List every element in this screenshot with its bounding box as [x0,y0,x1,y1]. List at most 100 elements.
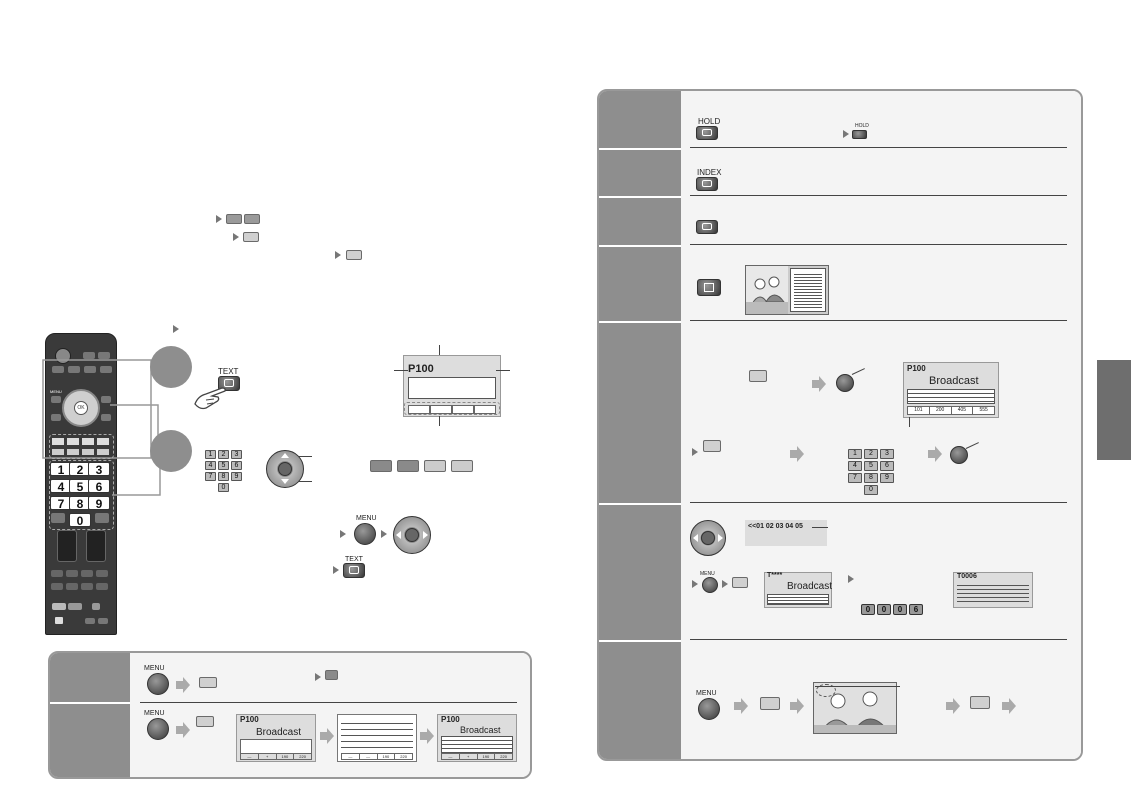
ok-button[interactable] [950,446,968,464]
mini-key[interactable]: 6 [880,461,894,471]
cursor-center[interactable] [405,528,419,542]
colour-key-red[interactable] [226,214,242,224]
colour-key-green[interactable] [397,460,419,472]
remote-button[interactable] [101,396,111,403]
callout-line [439,345,440,355]
remote-button[interactable] [51,513,65,523]
picture-and-text-button[interactable] [697,279,721,296]
mini-key[interactable]: 2 [864,449,878,459]
remote-key-5[interactable]: 5 [69,479,91,494]
cursor-center[interactable] [278,462,292,476]
ok-button[interactable]: OK [74,401,88,415]
remote-button[interactable] [84,366,96,373]
text-button[interactable] [218,376,240,391]
index-button[interactable] [696,177,718,191]
remote-text-key[interactable] [52,449,64,455]
colour-key-green[interactable] [244,214,260,224]
text-lines [767,594,829,605]
key-button[interactable] [760,697,780,710]
colour-key-blue[interactable] [451,460,473,472]
menu-button[interactable] [147,718,169,740]
hold-button[interactable] [696,126,718,140]
remote-button[interactable] [83,352,95,359]
remote-colour-key[interactable] [82,438,94,445]
remote-button[interactable] [66,583,78,590]
remote-button[interactable] [96,570,108,577]
remote-button[interactable] [51,583,63,590]
key-button[interactable] [703,440,721,452]
mini-key[interactable]: 1 [848,449,862,459]
key-button[interactable] [196,716,214,727]
remote-button[interactable] [98,618,108,624]
remote-button[interactable] [52,603,66,610]
remote-key-6[interactable]: 6 [88,479,110,494]
mini-key[interactable]: 0 [864,485,878,495]
mini-key[interactable]: 8 [864,473,878,483]
remote-text-key[interactable] [97,449,109,455]
remote-colour-key[interactable] [52,438,64,445]
remote-text-key[interactable] [82,449,94,455]
remote-text-key[interactable] [67,449,79,455]
remote-button[interactable] [92,603,100,610]
remote-button[interactable] [66,570,78,577]
menu-button[interactable] [702,577,718,593]
arrow-icon [233,233,239,241]
mini-key[interactable]: 7 [848,473,862,483]
mini-key[interactable]: 4 [205,461,216,470]
mini-key[interactable]: 7 [205,472,216,481]
mini-key[interactable]: 0 [218,483,229,492]
remote-button[interactable] [81,570,93,577]
remote-colour-key[interactable] [67,438,79,445]
navigation-ring[interactable] [62,389,100,427]
mini-key[interactable]: 3 [231,450,242,459]
mini-key[interactable]: 1 [205,450,216,459]
remote-button[interactable] [68,603,82,610]
mini-key[interactable]: 2 [218,450,229,459]
reveal-button[interactable] [696,220,718,234]
remote-button[interactable] [51,570,63,577]
mini-key[interactable]: 3 [880,449,894,459]
remote-key-0[interactable]: 0 [69,513,91,528]
channel-rocker[interactable] [86,530,106,562]
colour-key-blue[interactable] [346,250,362,260]
remote-button[interactable] [96,583,108,590]
text-button[interactable] [343,563,365,578]
cursor-center[interactable] [701,531,715,545]
mini-key[interactable]: 9 [231,472,242,481]
mini-key[interactable]: 5 [864,461,878,471]
remote-key-9[interactable]: 9 [88,496,110,511]
remote-button[interactable] [98,352,110,359]
colour-key-yellow[interactable] [424,460,446,472]
remote-button[interactable] [55,617,63,624]
key-button[interactable] [199,677,217,688]
key-button[interactable] [749,370,767,382]
remote-key-3[interactable]: 3 [88,462,110,477]
fastext-bar [404,402,500,415]
remote-button[interactable] [52,366,64,373]
mini-key[interactable]: 5 [218,461,229,470]
colour-key-red[interactable] [325,670,338,680]
menu-button[interactable] [354,523,376,545]
menu-button[interactable] [51,396,61,403]
mini-key[interactable]: 9 [880,473,894,483]
menu-button[interactable] [698,698,720,720]
menu-button[interactable] [147,673,169,695]
mini-key[interactable]: 4 [848,461,862,471]
remote-button[interactable] [85,618,95,624]
remote-button[interactable] [101,414,111,421]
remote-colour-key[interactable] [97,438,109,445]
remote-button[interactable] [95,513,109,523]
hold-button-small[interactable] [852,130,867,139]
volume-rocker[interactable] [57,530,77,562]
remote-button[interactable] [68,366,80,373]
remote-button[interactable] [100,366,112,373]
colour-key-yellow[interactable] [243,232,259,242]
mini-key[interactable]: 6 [231,461,242,470]
key-button[interactable] [732,577,748,588]
mini-key[interactable]: 8 [218,472,229,481]
remote-button[interactable] [51,414,61,421]
ok-button[interactable] [836,374,854,392]
key-button[interactable] [970,696,990,709]
remote-button[interactable] [81,583,93,590]
colour-key-red[interactable] [370,460,392,472]
